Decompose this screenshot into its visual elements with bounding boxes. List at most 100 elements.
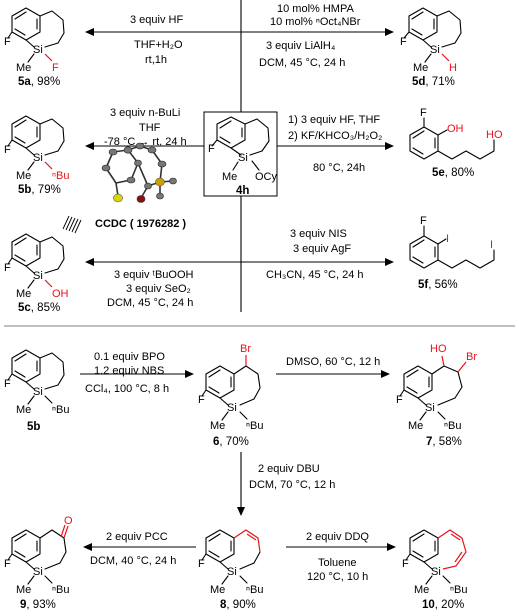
svg-text:Me: Me (16, 404, 31, 416)
cond-a-1: 3 equiv HF (130, 14, 183, 26)
svg-text:5f, 56%: 5f, 56% (418, 279, 458, 291)
group-f-5a: F (52, 62, 59, 74)
cond-7-1: DMSO, 60 °C, 12 h (286, 356, 380, 368)
svg-text:Si: Si (33, 152, 43, 164)
svg-text:5e, 80%: 5e, 80% (432, 167, 474, 179)
cond-10-3: 120 °C, 10 h (307, 571, 368, 583)
svg-text:Si: Si (227, 566, 237, 578)
yield-5a: , 98% (31, 76, 60, 88)
svg-text:Me: Me (210, 584, 225, 596)
cond-d-2: 10 mol% ⁿOct₄NBr (270, 16, 361, 28)
cond-9-1: 2 equiv PCC (106, 531, 168, 543)
group-ho-7: HO (430, 343, 447, 355)
cond-d-1: 10 mol% HMPA (277, 3, 354, 15)
label-10: 10 (422, 599, 435, 611)
label-5f: 5f (418, 279, 428, 291)
label-9: 9 (20, 599, 26, 611)
svg-text:5c, 85%: 5c, 85% (18, 302, 60, 314)
svg-text:9, 93%: 9, 93% (20, 599, 56, 611)
group-ho-5e: HO (486, 129, 503, 141)
label-5c: 5c (18, 302, 31, 314)
atom-ocy-4h: OCy (255, 171, 278, 183)
label-5b-start: 5b (27, 421, 40, 433)
yield-5e: , 80% (445, 167, 474, 179)
svg-text:7, 58%: 7, 58% (426, 436, 462, 448)
cond-6-2: 1.2 equiv NBS (94, 365, 164, 377)
svg-text:Si: Si (33, 386, 43, 398)
compound-5e: F OH HO 5e, 80% (409, 107, 503, 179)
svg-text:Si: Si (33, 270, 43, 282)
group-i2-5f: I (490, 239, 493, 251)
cond-d-3: 3 equiv LiAlH₄ (266, 40, 336, 52)
label-7: 7 (426, 436, 432, 448)
svg-text:F: F (198, 558, 205, 570)
compound-4h: F Si Me OCy 4h (208, 116, 278, 197)
compound-5c: F Si Me OH 5c, 85% (4, 233, 69, 314)
compound-9: O F Si Me ⁿBu 9, 93% (4, 515, 73, 611)
svg-text:Me: Me (414, 584, 429, 596)
svg-text:ⁿBu: ⁿBu (52, 404, 69, 416)
yield-6: , 70% (219, 436, 248, 448)
cond-c-1: 3 equiv ᵗBuOOH (114, 269, 194, 281)
svg-text:ⁿBu: ⁿBu (444, 420, 461, 432)
cond-e-1: 1) 3 equiv HF, THF (288, 114, 380, 126)
svg-text:F: F (198, 394, 205, 406)
compound-5b-start: F Si Me ⁿBu 5b (4, 349, 69, 433)
cond-b-3: -78 °C → rt, 24 h (104, 136, 187, 148)
svg-text:Me: Me (408, 420, 423, 432)
svg-text:6, 70%: 6, 70% (213, 436, 249, 448)
svg-text:10, 20%: 10, 20% (422, 599, 464, 611)
svg-text:Si: Si (431, 566, 441, 578)
compound-5f: F I I 5f, 56% (409, 215, 495, 291)
svg-text:Si: Si (425, 402, 435, 414)
svg-text:F: F (400, 36, 407, 48)
svg-text:Si: Si (33, 44, 43, 56)
svg-text:ⁿBu: ⁿBu (450, 584, 467, 596)
xray-ortep-structure: CCDC ( 1976282 ) (62, 142, 186, 234)
svg-text:5b, 79%: 5b, 79% (18, 184, 61, 196)
yield-10: , 20% (435, 599, 464, 611)
compound-5a: F Si Me F 5a, 98% (4, 7, 65, 88)
cond-b-1: 3 equiv n-BuLi (110, 107, 180, 119)
cond-9-2: DCM, 40 °C, 24 h (90, 555, 176, 567)
yield-7: , 58% (432, 436, 461, 448)
label-8: 8 (220, 599, 227, 611)
cond-c-2: 3 equiv SeO₂ (126, 283, 191, 295)
group-o-9: O (64, 515, 73, 527)
cond-10-1: 2 equiv DDQ (306, 531, 369, 543)
group-br-6: Br (240, 343, 251, 355)
svg-text:8, 90%: 8, 90% (220, 599, 256, 611)
group-h-5d: H (449, 62, 457, 74)
svg-text:Me: Me (16, 584, 31, 596)
svg-text:ⁿBu: ⁿBu (246, 584, 263, 596)
svg-text:5d, 71%: 5d, 71% (412, 76, 455, 88)
svg-text:F: F (4, 558, 11, 570)
label-5a: 5a (18, 76, 31, 88)
cond-6-1: 0.1 equiv BPO (94, 351, 165, 363)
svg-text:Si: Si (33, 566, 43, 578)
cond-10-2: Toluene (318, 557, 357, 569)
svg-text:Si: Si (227, 402, 237, 414)
svg-text:ⁿBu: ⁿBu (52, 584, 69, 596)
svg-text:F: F (4, 378, 11, 390)
cond-a-3: rt,1h (145, 54, 167, 66)
svg-text:Me: Me (16, 288, 31, 300)
svg-text:F: F (420, 107, 427, 119)
label-6: 6 (213, 436, 219, 448)
svg-text:F: F (420, 215, 427, 227)
compound-8: F Si Me ⁿBu 8, 90% (198, 529, 263, 611)
svg-text:Me: Me (16, 62, 31, 74)
cond-b-2: THF (139, 122, 161, 134)
yield-9: , 93% (26, 599, 55, 611)
svg-text:F: F (4, 36, 11, 48)
cond-d-4: DCM, 45 °C, 24 h (259, 57, 345, 69)
svg-text:F: F (4, 144, 11, 156)
yield-5f: , 56% (428, 279, 457, 291)
group-oh-5e: OH (447, 123, 464, 135)
atom-f-4h: F (208, 143, 215, 155)
cond-6-3: CCl₄, 100 °C, 8 h (85, 383, 169, 395)
svg-text:Me: Me (210, 420, 225, 432)
svg-text:F: F (4, 262, 11, 274)
label-5e: 5e (432, 167, 445, 179)
